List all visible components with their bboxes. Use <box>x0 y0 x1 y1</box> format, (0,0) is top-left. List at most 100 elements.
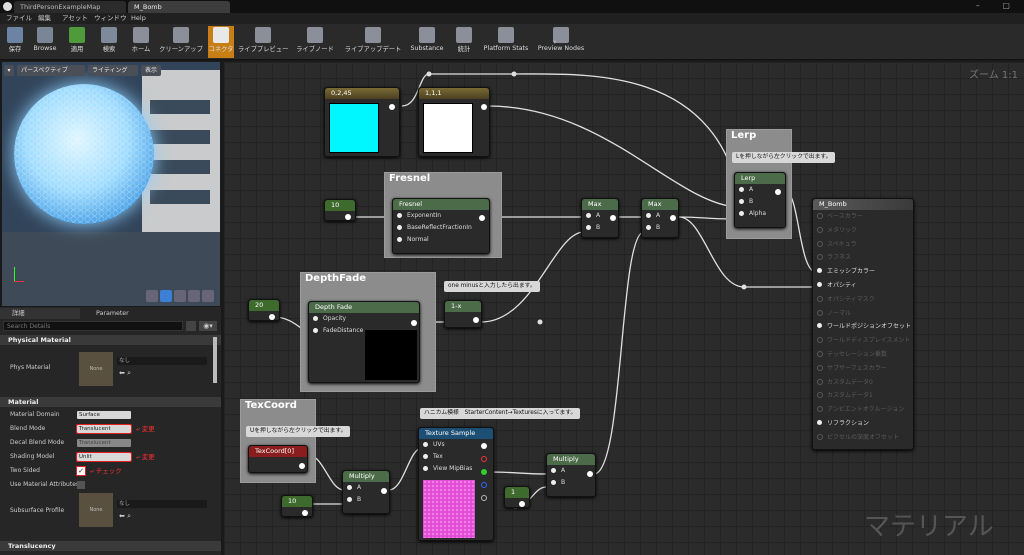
node-one-minus[interactable]: 1-x <box>444 300 482 328</box>
result-pin[interactable]: ワールドディスプレイスメント <box>813 334 913 348</box>
depthfade-output-pin[interactable] <box>411 320 417 326</box>
toolbar-button-13[interactable]: Preview Nodes <box>534 26 588 58</box>
toolbar-button-9[interactable]: ライブアップデート <box>342 26 404 58</box>
category-translucency[interactable]: Translucency <box>0 541 221 551</box>
toolbar-button-4[interactable]: ホーム <box>128 26 154 58</box>
node-material-result[interactable]: M_Bomb ベースカラーメタリックスペキュララフネスエミッシブカラーオパシティ… <box>812 198 914 450</box>
node-multiply2[interactable]: Multiply A B <box>546 453 596 497</box>
20-output-pin[interactable] <box>269 314 275 320</box>
toolbar-button-10[interactable]: Substance <box>408 26 446 58</box>
max1-pin-b[interactable]: B <box>582 222 618 234</box>
node-constant3-white[interactable]: 1,1,1 <box>418 87 490 157</box>
grid-view-icon[interactable] <box>186 321 196 331</box>
decal-blend-mode-select[interactable]: Translucent <box>77 439 131 447</box>
toolbar-button-12[interactable]: Platform Stats <box>482 26 530 58</box>
toolbar-button-0[interactable]: 保存 <box>4 26 26 58</box>
multiply1-output-pin[interactable] <box>381 488 387 494</box>
node-constant3-cyan[interactable]: 0,2,45 <box>324 87 400 157</box>
two-sided-checkbox[interactable]: ✓ <box>76 466 86 476</box>
max2-pin-b[interactable]: B <box>642 222 678 234</box>
node-constant-10a[interactable]: 10 <box>324 199 356 221</box>
depthfade-pin-fade-distance[interactable]: FadeDistance <box>309 325 419 337</box>
material-graph[interactable]: ズーム 1:1 マテリアル 0,2,45 1,1,1 Fresnel 10 Fr… <box>224 62 1024 555</box>
texsample-pin-uvs[interactable]: UVs <box>419 439 493 451</box>
category-physical-material[interactable]: Physical Material <box>0 335 221 345</box>
result-pin[interactable]: スペキュラ <box>813 238 913 252</box>
texsample-a-pin[interactable] <box>481 495 487 501</box>
window-controls[interactable]: – ▢ ✕ <box>975 1 1020 22</box>
node-constant-20[interactable]: 20 <box>248 299 280 321</box>
result-pin[interactable]: ワールドポジションオフセット <box>813 320 913 334</box>
result-pin[interactable]: ノーマル <box>813 307 913 321</box>
result-pin[interactable]: カスタムデータ1 <box>813 389 913 403</box>
node-max1[interactable]: Max A B <box>581 198 619 238</box>
tab-m-bomb[interactable]: M_Bomb <box>128 1 230 13</box>
menu-help[interactable]: Help <box>131 14 146 22</box>
texsample-b-pin[interactable] <box>481 482 487 488</box>
menu-file[interactable]: ファイル <box>6 14 32 22</box>
fresnel-pin-base-reflect[interactable]: BaseReflectFractionIn <box>393 222 489 234</box>
multiply1-pin-a[interactable]: A <box>343 482 389 494</box>
texsample-pin-tex[interactable]: Tex <box>419 451 493 463</box>
result-pin[interactable]: リフラクション <box>813 417 913 431</box>
tab-third-person-map[interactable]: ThirdPersonExampleMap <box>14 1 126 13</box>
const1-output-pin[interactable] <box>389 104 395 110</box>
phys-material-select[interactable]: なし <box>117 357 207 365</box>
preview-viewport[interactable] <box>2 62 220 306</box>
details-search-input[interactable]: Search Details <box>3 321 183 331</box>
lerp-output-pin[interactable] <box>775 189 781 195</box>
phys-material-thumbnail[interactable]: None <box>79 352 113 386</box>
subsurface-profile-thumbnail[interactable]: None <box>79 493 113 527</box>
plane-icon[interactable] <box>174 290 186 302</box>
toolbar-button-1[interactable]: Browse <box>30 26 60 58</box>
toolbar-button-7[interactable]: ライブプレビュー <box>238 26 288 58</box>
node-multiply1[interactable]: Multiply A B <box>342 470 390 514</box>
node-max2[interactable]: Max A B <box>641 198 679 238</box>
material-domain-select[interactable]: Surface <box>77 411 131 419</box>
menu-asset[interactable]: アセット <box>62 14 88 22</box>
perspective-button[interactable]: パースペクティブ <box>17 65 85 76</box>
result-pin[interactable]: オパシティ <box>813 279 913 293</box>
shading-model-select[interactable]: Unlit <box>76 452 132 462</box>
node-texcoord[interactable]: TexCoord[0] <box>248 445 308 473</box>
multiply2-output-pin[interactable] <box>587 471 593 477</box>
tab-parameter-defaults[interactable]: Parameter Defaults <box>96 310 129 328</box>
fresnel-pin-normal[interactable]: Normal <box>393 234 489 246</box>
texsample-g-pin[interactable] <box>481 469 487 475</box>
node-texture-sample[interactable]: Texture Sample UVs Tex View MipBias <box>418 427 494 541</box>
const2-output-pin[interactable] <box>481 104 487 110</box>
multiply2-pin-b[interactable]: B <box>547 477 595 489</box>
max1-pin-a[interactable]: A <box>582 210 618 222</box>
menu-window[interactable]: ウィンドウ <box>94 14 127 22</box>
result-pin[interactable]: メタリック <box>813 224 913 238</box>
max2-output-pin[interactable] <box>670 215 676 221</box>
node-fresnel[interactable]: Fresnel ExponentIn BaseReflectFractionIn… <box>392 198 490 254</box>
scrollbar[interactable] <box>213 337 217 383</box>
fresnel-pin-exponent[interactable]: ExponentIn <box>393 210 489 222</box>
texsample-rgb-pin[interactable] <box>481 443 487 449</box>
menu-edit[interactable]: 編集 <box>38 14 51 22</box>
sphere-icon[interactable] <box>160 290 172 302</box>
texcoord-output-pin[interactable] <box>299 463 305 469</box>
tab-details[interactable]: 詳細 <box>0 308 80 319</box>
10a-output-pin[interactable] <box>345 214 351 220</box>
max2-pin-a[interactable]: A <box>642 210 678 222</box>
10b-output-pin[interactable] <box>302 510 308 516</box>
result-pin[interactable]: テッセレーション乗数 <box>813 348 913 362</box>
oneminus-output-pin[interactable] <box>473 317 479 323</box>
node-depth-fade[interactable]: Depth Fade Opacity FadeDistance <box>308 301 420 383</box>
toolbar-button-5[interactable]: クリーンアップ <box>158 26 204 58</box>
texsample-r-pin[interactable] <box>481 456 487 462</box>
lerp-pin-b[interactable]: B <box>735 196 785 208</box>
result-pin[interactable]: ベースカラー <box>813 210 913 224</box>
result-pin[interactable]: ラフネス <box>813 251 913 265</box>
use-selected-icon[interactable]: ⬅ ⌕ <box>119 369 132 377</box>
lerp-pin-a[interactable]: A <box>735 184 785 196</box>
eye-icon[interactable]: ◉▾ <box>199 321 217 331</box>
category-material[interactable]: Material <box>0 397 221 407</box>
toolbar-button-6[interactable]: コネクタ <box>208 26 234 58</box>
result-pin[interactable]: サブサーフェスカラー <box>813 362 913 376</box>
result-pin[interactable]: オパシティマスク <box>813 293 913 307</box>
use-material-attributes-checkbox[interactable] <box>77 481 85 489</box>
toolbar-overflow-icon[interactable]: ▾ <box>553 38 557 46</box>
